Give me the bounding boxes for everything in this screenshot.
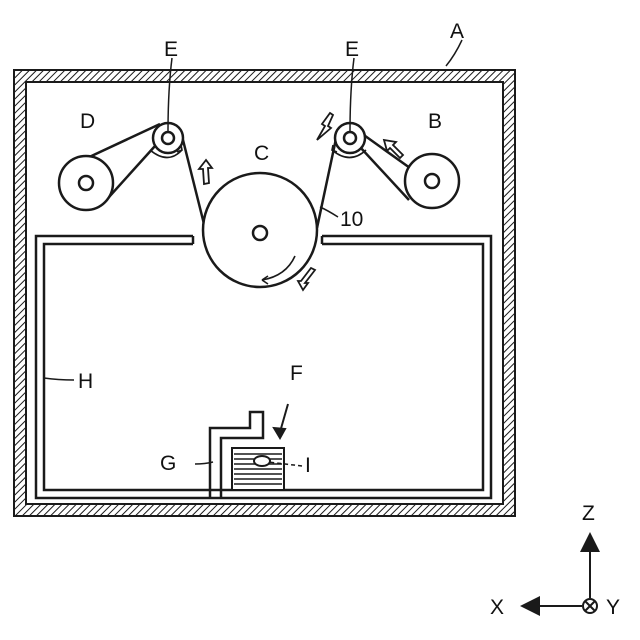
supply-roll	[405, 154, 459, 208]
source-arrow	[274, 404, 288, 438]
axis-label-z: Z	[582, 502, 595, 525]
label-guide-roller-left: E	[164, 38, 178, 61]
label-film: 10	[340, 208, 363, 231]
label-takeup-roll: D	[80, 110, 95, 133]
axis-label-x: X	[490, 596, 504, 619]
label-guide-roller-right: E	[345, 38, 359, 61]
label-shield: G	[160, 452, 176, 475]
drum	[203, 173, 317, 287]
takeup-roll	[59, 156, 113, 210]
label-drum: C	[254, 142, 269, 165]
target-stack	[232, 448, 284, 490]
axis-indicator: Z X Y	[490, 502, 620, 619]
label-target: I	[305, 454, 311, 477]
label-source-unit: F	[290, 362, 303, 385]
axis-label-y: Y	[606, 596, 620, 619]
label-partition: H	[78, 370, 93, 393]
y-axis-into-page-icon	[583, 599, 597, 613]
label-supply-roll: B	[428, 110, 442, 133]
label-chamber: A	[450, 20, 464, 43]
